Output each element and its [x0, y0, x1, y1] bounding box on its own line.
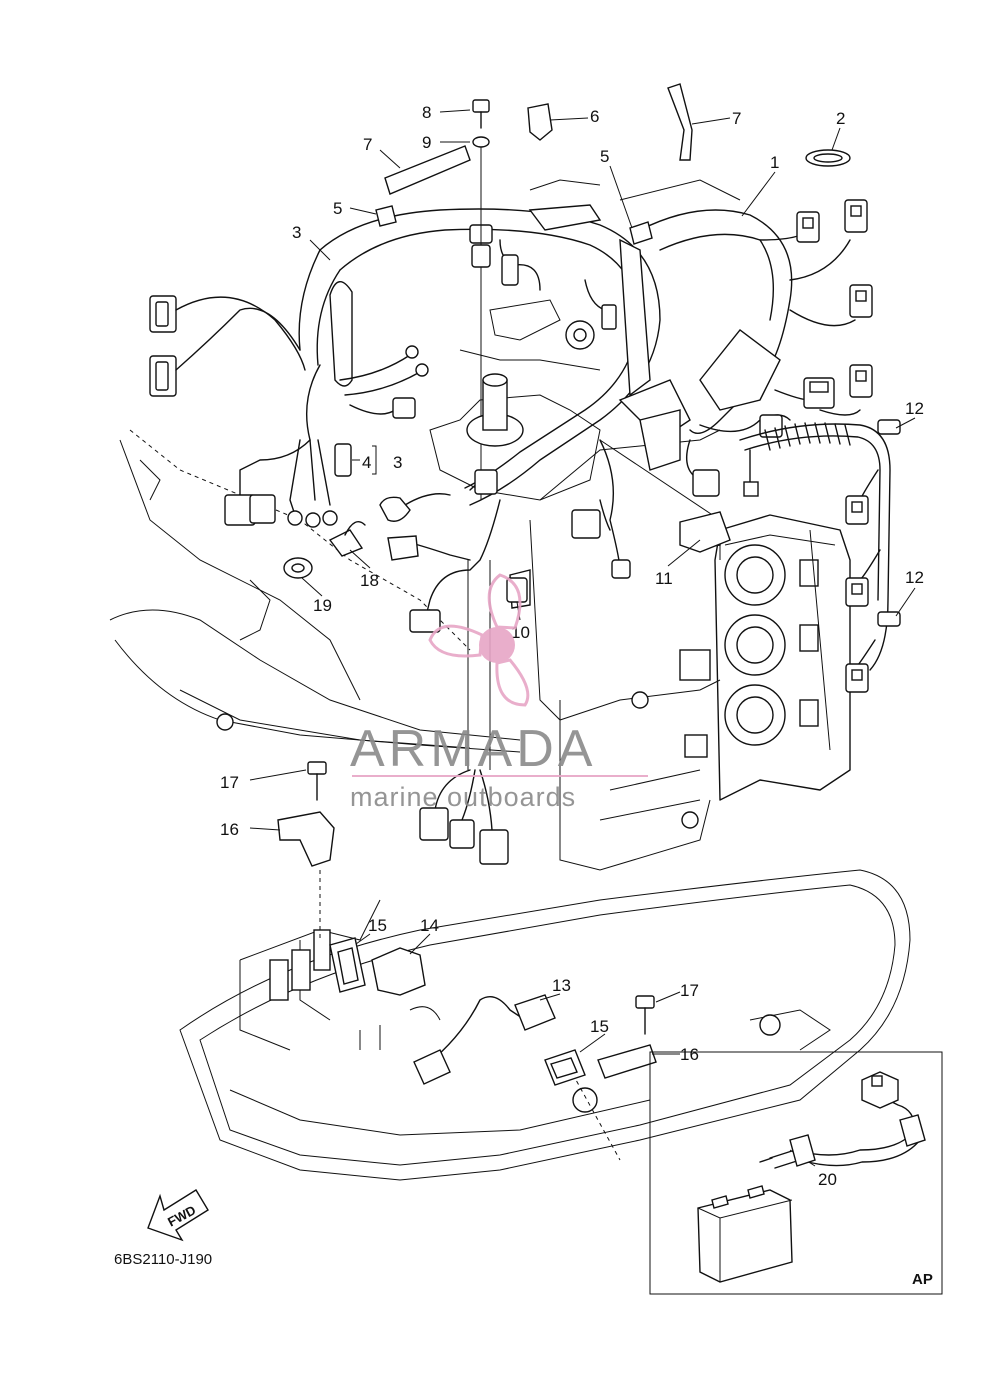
upper-right-harness	[528, 179, 873, 441]
callout-9: 9	[422, 133, 431, 152]
callout-11: 11	[655, 569, 673, 588]
propeller-logo	[428, 573, 530, 707]
callout-14: 14	[420, 916, 439, 935]
callout-1: 1	[770, 153, 779, 172]
callout-13: 13	[552, 976, 571, 995]
callout-19: 19	[313, 596, 332, 615]
coiled-harness-right	[686, 419, 901, 693]
callout-12b: 12	[905, 568, 924, 587]
callout-18: 18	[360, 571, 379, 590]
callout-16b: 16	[680, 1045, 699, 1064]
engine-block-right	[529, 429, 851, 871]
watermark-brand: ARMADA	[350, 720, 596, 778]
callout-5a: 5	[333, 199, 342, 218]
callout-6: 6	[590, 107, 599, 126]
callout-15a: 15	[368, 916, 387, 935]
callout-7a: 7	[363, 135, 372, 154]
callout-20: 20	[818, 1170, 837, 1189]
bottom-cowling	[179, 869, 911, 1181]
callout-2: 2	[836, 109, 845, 128]
callout-4: 4	[362, 453, 371, 472]
drawing-code: 6BS2110-J190	[114, 1251, 212, 1268]
callout-3b: 3	[393, 453, 402, 472]
callout-labels: 8 9 6 7 7 2 1 5 5 3 4 3 12 12 11 10 18 1…	[220, 103, 924, 1189]
callout-12a: 12	[905, 399, 924, 418]
callout-5b: 5	[600, 147, 609, 166]
callout-16a: 16	[220, 820, 239, 839]
callout-17b: 17	[680, 981, 699, 1000]
inset-label: AP	[912, 1271, 933, 1288]
fwd-arrow	[147, 1189, 209, 1242]
inset-box	[649, 1051, 943, 1295]
callout-15b: 15	[590, 1017, 609, 1036]
left-connectors	[149, 295, 306, 397]
watermark-tagline: marine outboards	[350, 782, 576, 812]
wire-harness-loop	[224, 145, 661, 528]
callout-17a: 17	[220, 773, 239, 792]
callout-8: 8	[422, 103, 431, 122]
engine-top-center	[429, 239, 617, 501]
cowling-bracket-left	[109, 429, 521, 753]
callout-3a: 3	[292, 223, 301, 242]
callout-7b: 7	[732, 109, 741, 128]
watermark: ARMADA marine outboards	[350, 573, 648, 812]
hardware-parts	[277, 83, 851, 1086]
